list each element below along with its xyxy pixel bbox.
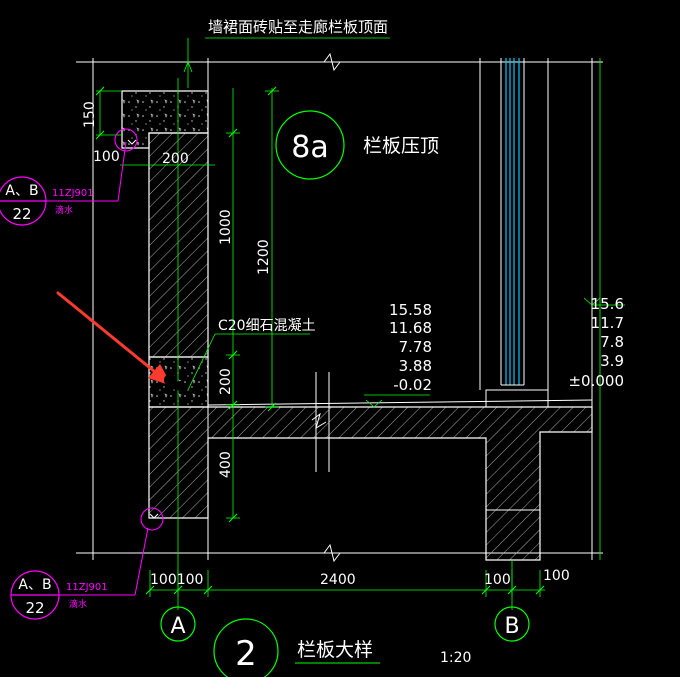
- c20-dark-spots: [164, 374, 185, 391]
- callout-top-sub: 滴水: [55, 204, 73, 216]
- elevations-right: 15.6 11.7 7.8 3.9 ±0.000: [568, 295, 624, 390]
- dim-2400: 2400: [320, 572, 356, 588]
- axis-bubble-a: A: [160, 606, 196, 642]
- slab-beam: [148, 406, 593, 561]
- concrete-note: C20细石混凝土: [218, 318, 316, 334]
- drawing-title: 2 栏板大样 1:20: [213, 618, 471, 677]
- axis-lines: [177, 78, 513, 610]
- dim-400: 400: [218, 451, 234, 478]
- elev-left-2: 11.68: [389, 319, 432, 337]
- callout-bottom-sub: 滴水: [69, 598, 87, 610]
- dim-100-b: 100: [484, 572, 511, 588]
- detail-8a-number: 8a: [291, 130, 328, 165]
- callout-bottom-ab: A、B: [18, 577, 51, 593]
- elev-right-5: ±0.000: [568, 372, 624, 390]
- dim-200-v: 200: [218, 368, 234, 395]
- callout-top-num: 22: [12, 205, 31, 223]
- detail-8a-label: 栏板压顶: [363, 135, 439, 157]
- elev-left-1: 15.58: [389, 301, 432, 319]
- callout-top-ab: A、B: [5, 183, 38, 199]
- elev-left-3: 7.78: [399, 338, 432, 356]
- dim-1200: 1200: [256, 239, 272, 275]
- axis-b-label: B: [504, 614, 519, 639]
- axis-a-label: A: [170, 614, 185, 639]
- title-number: 2: [235, 634, 257, 674]
- dim-100-top: 100: [93, 149, 120, 165]
- dimension-lines: [96, 37, 625, 597]
- elev-right-3: 7.8: [600, 333, 624, 351]
- callout-top-ref: 11ZJ901: [52, 188, 94, 199]
- detail-8a: 8a 栏板压顶: [275, 110, 439, 180]
- elev-right-1: 15.6: [591, 295, 624, 313]
- top-note: 墙裙面砖贴至走廊栏板顶面: [208, 18, 388, 36]
- callout-bottom-num: 22: [25, 599, 44, 617]
- dim-ticks: [95, 86, 545, 595]
- elev-right-2: 11.7: [591, 314, 624, 332]
- elev-left-5: -0.02: [393, 376, 432, 394]
- dimension-texts: 150 1000 1200 200 400 100 200 100100 240…: [82, 101, 570, 588]
- callout-bottom-ref: 11ZJ901: [66, 582, 108, 593]
- parapet-wall: [148, 132, 209, 358]
- dim-1000: 1000: [218, 209, 234, 245]
- dim-200-top: 200: [162, 151, 189, 167]
- title-scale: 1:20: [440, 650, 471, 666]
- drip-grooves: [127, 139, 159, 519]
- concrete-section: [121, 90, 593, 561]
- dim-bottom-left: 100100: [150, 572, 203, 588]
- elevations-left: 15.58 11.68 7.78 3.88 -0.02: [389, 301, 432, 394]
- axis-bubble-b: B: [494, 606, 530, 642]
- dim-150: 150: [82, 101, 98, 128]
- elev-right-4: 3.9: [600, 352, 624, 370]
- glass-railing: [479, 58, 549, 390]
- title-label: 栏板大样: [297, 639, 373, 661]
- callout-bottom: A、B 22 11ZJ901 滴水: [10, 507, 164, 620]
- elev-left-4: 3.88: [399, 357, 432, 375]
- callout-top: A、B 22 11ZJ901 滴水: [0, 128, 138, 226]
- dim-100-right: 100: [543, 568, 570, 584]
